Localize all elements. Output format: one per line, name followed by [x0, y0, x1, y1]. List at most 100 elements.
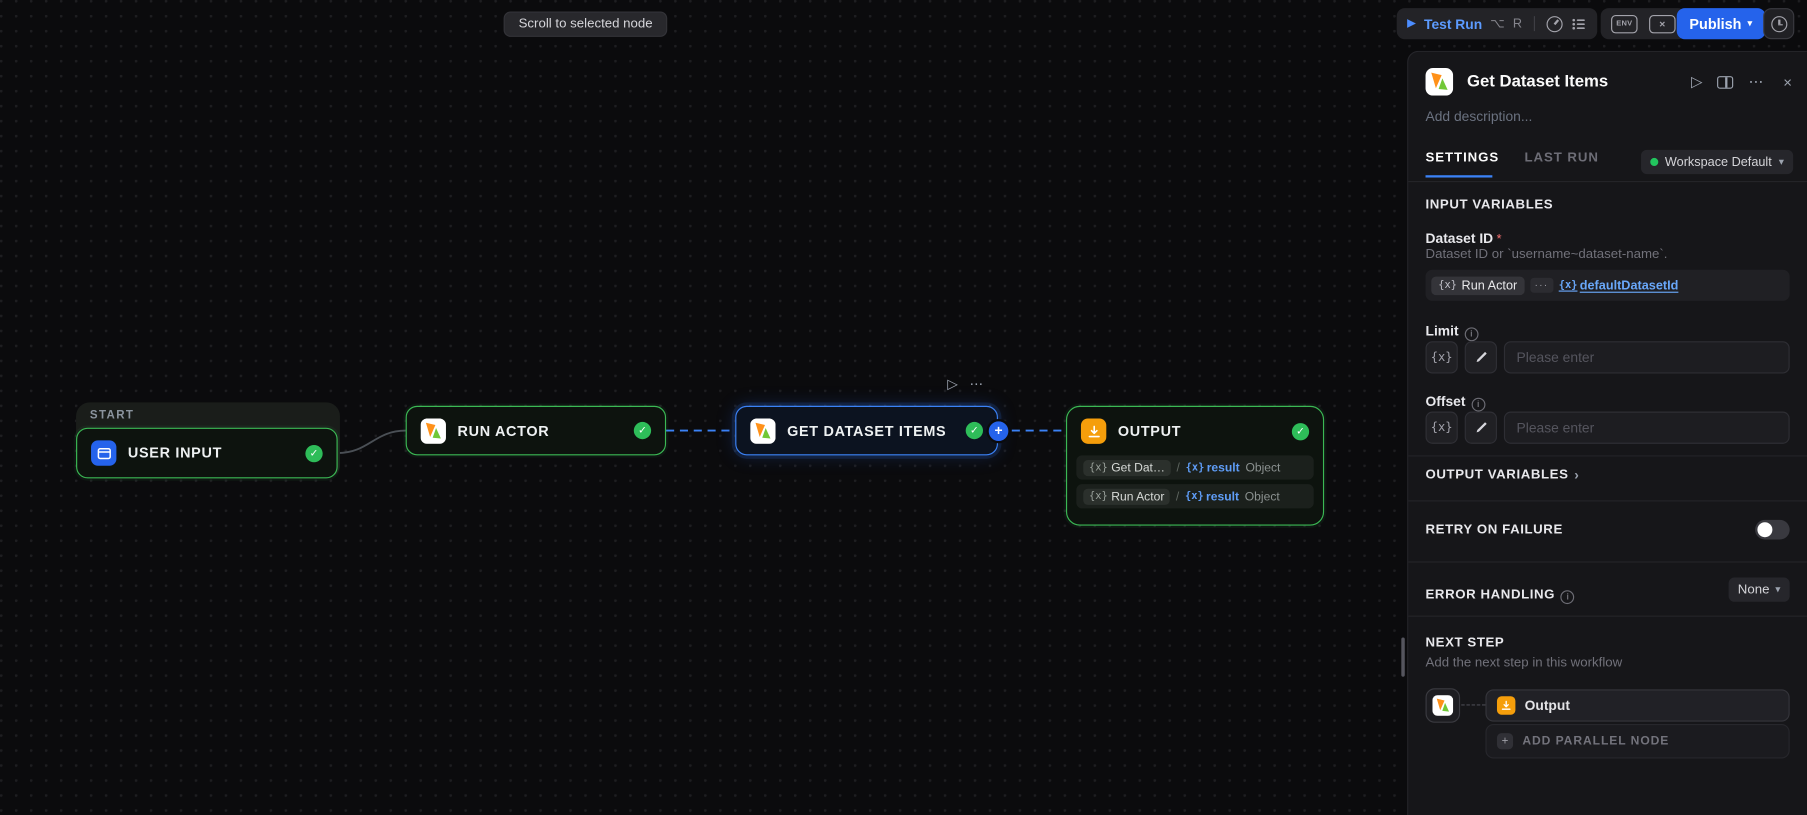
error-handling-selector[interactable]: None ▾: [1728, 577, 1790, 602]
play-icon[interactable]: ▶: [1407, 17, 1416, 30]
toggle-knob: [1757, 522, 1773, 538]
node-more-icon[interactable]: ⋯: [969, 375, 984, 392]
start-group: START USER INPUT ✓: [76, 402, 340, 479]
output-variables-section[interactable]: OUTPUT VARIABLES ›: [1425, 466, 1579, 484]
start-label: START: [89, 409, 135, 422]
info-icon[interactable]: i: [1560, 589, 1575, 604]
info-icon[interactable]: i: [1471, 397, 1486, 411]
more-options-icon[interactable]: ⋯: [1748, 72, 1764, 90]
run-node-icon[interactable]: ▷: [947, 375, 958, 392]
chevron-right-icon: ›: [1574, 466, 1579, 484]
divider: [1408, 500, 1807, 502]
variable-ref: {x}result: [1185, 460, 1240, 475]
panel-tabs: SETTINGS LAST RUN: [1426, 151, 1599, 165]
apify-icon: [420, 417, 446, 444]
variable-type: Object: [1245, 460, 1281, 475]
conversation-variables-icon[interactable]: ×: [1649, 14, 1676, 33]
apify-icon: [1425, 68, 1454, 96]
next-step-title: NEXT STEP: [1425, 636, 1505, 651]
divider: [1408, 455, 1807, 457]
offset-field-row: {x}: [1425, 411, 1790, 444]
test-run-group: ▶ Test Run ⌥ R: [1396, 8, 1597, 40]
active-tab-indicator: [1425, 175, 1493, 178]
success-check-icon: ✓: [1291, 422, 1310, 440]
input-variables-title: INPUT VARIABLES: [1425, 198, 1554, 213]
split-view-icon[interactable]: [1717, 75, 1734, 89]
retry-toggle[interactable]: [1755, 519, 1790, 540]
output-mapping-row[interactable]: {x}Get Dat… / {x}result Object: [1076, 455, 1314, 480]
scroll-to-selected-node-button[interactable]: Scroll to selected node: [503, 11, 668, 37]
node-label: RUN ACTOR: [457, 422, 550, 439]
source-node-chip: {x}Run Actor: [1083, 488, 1171, 505]
publish-button[interactable]: Publish ▾: [1676, 8, 1766, 40]
run-history-icon[interactable]: [1546, 15, 1563, 32]
variable-reference: {x} defaultDatasetId: [1558, 278, 1679, 293]
dataset-id-label: Dataset ID*: [1425, 230, 1502, 247]
plus-icon: +: [1496, 733, 1514, 750]
divider: [1408, 561, 1807, 563]
output-node-header: OUTPUT ✓: [1067, 407, 1323, 455]
source-node-chip: {x}Get Dat…: [1083, 459, 1171, 476]
tab-settings[interactable]: SETTINGS: [1425, 151, 1500, 165]
edit-button[interactable]: [1464, 411, 1497, 444]
info-icon[interactable]: i: [1464, 326, 1479, 341]
path-separator: /: [1175, 489, 1180, 504]
node-hover-toolbar: ▷ ⋯: [947, 376, 983, 392]
variable-type: Object: [1244, 489, 1280, 504]
output-icon: [1080, 418, 1107, 444]
node-run-actor[interactable]: RUN ACTOR ✓: [405, 405, 667, 456]
add-parallel-node-button[interactable]: + ADD PARALLEL NODE: [1485, 723, 1790, 759]
topbar: Scroll to selected node ▶ Test Run ⌥ R E…: [0, 0, 1807, 48]
pencil-icon: [1476, 422, 1487, 433]
limit-input[interactable]: [1503, 341, 1790, 374]
env-variables-icon[interactable]: ENV: [1611, 14, 1638, 33]
checklist-icon[interactable]: [1570, 16, 1586, 32]
variables-group: ENV ×: [1600, 8, 1686, 40]
divider: [1408, 615, 1807, 617]
test-run-button[interactable]: Test Run: [1424, 15, 1483, 32]
node-label: GET DATASET ITEMS: [787, 422, 947, 439]
variable-source-chip: {x} Run Actor: [1431, 276, 1525, 295]
variable-mode-button[interactable]: {x}: [1425, 411, 1458, 444]
success-check-icon: ✓: [305, 444, 323, 462]
version-history-button[interactable]: [1763, 8, 1795, 40]
apify-icon: [750, 417, 776, 444]
node-label: USER INPUT: [127, 444, 223, 462]
description-placeholder[interactable]: Add description...: [1425, 108, 1533, 125]
variable-mode-button[interactable]: {x}: [1425, 341, 1458, 374]
retry-on-failure-title: RETRY ON FAILURE: [1425, 523, 1563, 538]
pencil-icon: [1476, 351, 1487, 363]
next-step-connector: [1461, 704, 1486, 706]
close-icon[interactable]: ×: [1783, 73, 1792, 91]
history-icon: [1770, 15, 1787, 32]
path-ellipsis: ···: [1529, 277, 1553, 293]
chevron-down-icon: ▾: [1778, 155, 1784, 168]
node-output[interactable]: OUTPUT ✓ {x}Get Dat… / {x}result Object …: [1065, 405, 1325, 526]
workspace-status-dot: [1649, 157, 1658, 167]
panel-resize-handle[interactable]: [1401, 637, 1405, 677]
success-check-icon: ✓: [965, 421, 983, 440]
edit-button[interactable]: [1464, 341, 1497, 374]
run-step-icon[interactable]: ▷: [1691, 72, 1703, 90]
node-get-dataset-items[interactable]: GET DATASET ITEMS ✓ +: [735, 405, 1011, 456]
required-asterisk: *: [1496, 232, 1502, 247]
chevron-down-icon: ▾: [1775, 583, 1781, 595]
apify-icon: [1432, 695, 1454, 716]
node-user-input[interactable]: USER INPUT ✓: [76, 427, 338, 479]
tab-last-run[interactable]: LAST RUN: [1524, 151, 1599, 165]
node-config-panel: Get Dataset Items ▷ ⋯ × Add description.…: [1407, 50, 1807, 815]
divider: [1533, 16, 1535, 32]
workspace-selector[interactable]: Workspace Default ▾: [1640, 149, 1794, 175]
chevron-down-icon: ▾: [1747, 17, 1753, 29]
output-icon: [1496, 696, 1516, 715]
add-next-node-button[interactable]: +: [986, 418, 1011, 443]
output-mapping-row[interactable]: {x}Run Actor / {x}result Object: [1076, 484, 1314, 509]
offset-input[interactable]: [1503, 411, 1790, 444]
shortcut-alt-key: ⌥: [1490, 17, 1505, 32]
next-step-output-item[interactable]: Output: [1485, 689, 1790, 722]
dataset-id-value[interactable]: {x} Run Actor ··· {x} defaultDatasetId: [1425, 269, 1790, 301]
